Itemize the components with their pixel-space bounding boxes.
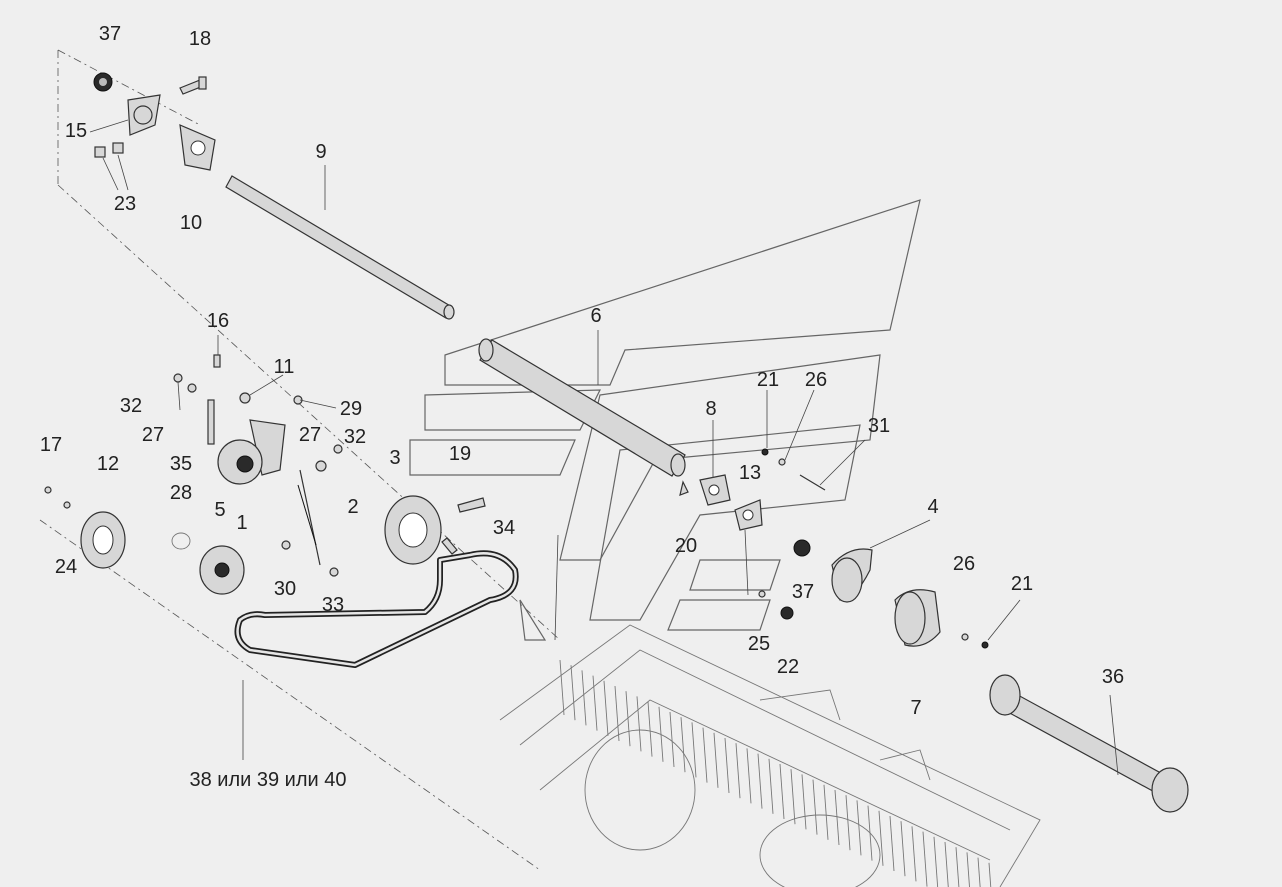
callout-30: 30 bbox=[274, 578, 296, 600]
tube-6 bbox=[478, 338, 686, 477]
callout-25: 25 bbox=[748, 633, 770, 655]
pulley-12 bbox=[44, 486, 126, 569]
callout-7: 7 bbox=[910, 697, 921, 719]
callout-6: 6 bbox=[590, 305, 601, 327]
flange-15 bbox=[127, 94, 161, 136]
callout-32b: 32 bbox=[344, 426, 366, 448]
pulley-3 bbox=[384, 495, 486, 565]
right-parts bbox=[679, 448, 1189, 813]
ring-28 bbox=[171, 532, 191, 550]
callout-37: 37 bbox=[99, 23, 121, 45]
callout-24: 24 bbox=[55, 556, 77, 578]
reel-assembly bbox=[499, 624, 1041, 887]
callout-21b: 21 bbox=[1011, 573, 1033, 595]
callout-34: 34 bbox=[493, 517, 515, 539]
callout-16: 16 bbox=[207, 310, 229, 332]
drive-belt bbox=[234, 550, 519, 668]
plate-10 bbox=[179, 124, 216, 171]
callout-10: 10 bbox=[180, 212, 202, 234]
reference-frame bbox=[39, 49, 921, 871]
callout-31: 31 bbox=[868, 415, 890, 437]
callout-26: 26 bbox=[805, 369, 827, 391]
callout-4: 4 bbox=[927, 496, 938, 518]
callout-20: 20 bbox=[675, 535, 697, 557]
callout-18: 18 bbox=[189, 28, 211, 50]
callout-35: 35 bbox=[170, 453, 192, 475]
callout-26b: 26 bbox=[953, 553, 975, 575]
callout-33: 33 bbox=[322, 594, 344, 616]
callout-13: 13 bbox=[739, 462, 761, 484]
leader-lines bbox=[89, 119, 1119, 776]
pulley-5 bbox=[199, 545, 245, 595]
callout-27b: 27 bbox=[299, 424, 321, 446]
callout-9: 9 bbox=[315, 141, 326, 163]
shaft-9 bbox=[225, 175, 455, 320]
callout-5: 5 bbox=[214, 499, 225, 521]
callout-3: 3 bbox=[389, 447, 400, 469]
callout-29: 29 bbox=[340, 398, 362, 420]
callout-37b: 37 bbox=[792, 581, 814, 603]
callout-19: 19 bbox=[449, 443, 471, 465]
callout-11: 11 bbox=[274, 356, 295, 378]
callout-2: 2 bbox=[347, 496, 358, 518]
callout-36: 36 bbox=[1102, 666, 1124, 688]
bolt-18 bbox=[179, 76, 207, 95]
callout-21: 21 bbox=[757, 369, 779, 391]
bearing-37-top bbox=[93, 72, 113, 92]
callout-labels: 37 18 15 23 10 9 6 16 11 32 27 29 17 12 … bbox=[40, 23, 1124, 791]
tensioner-group bbox=[173, 354, 343, 577]
nuts-23 bbox=[94, 142, 124, 158]
callout-belt-options: 38 или 39 или 40 bbox=[190, 769, 347, 791]
callout-15: 15 bbox=[65, 120, 87, 142]
callout-8: 8 bbox=[705, 398, 716, 420]
callout-17: 17 bbox=[40, 434, 62, 456]
callout-27: 27 bbox=[142, 424, 164, 446]
callout-28: 28 bbox=[170, 482, 192, 504]
callout-1: 1 bbox=[236, 512, 247, 534]
callout-12: 12 bbox=[97, 453, 119, 475]
callout-22: 22 bbox=[777, 656, 799, 678]
callout-32: 32 bbox=[120, 395, 142, 417]
callout-23: 23 bbox=[114, 193, 136, 215]
